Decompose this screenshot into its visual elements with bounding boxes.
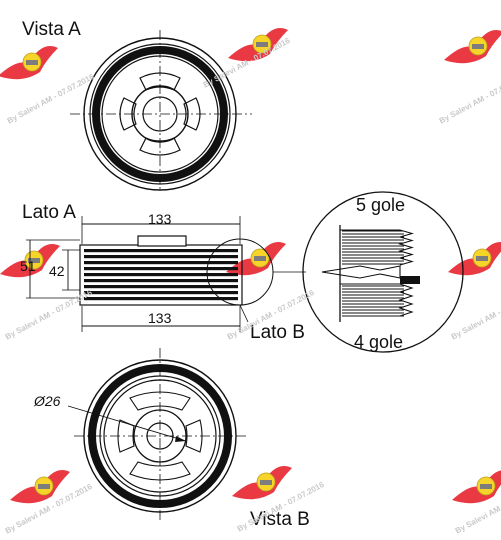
- bore-dim-leader: [67, 405, 187, 442]
- watermark-logo: [448, 242, 501, 276]
- belt-rib: [84, 273, 238, 277]
- top-bore: [142, 96, 178, 132]
- watermark-logo: [226, 242, 286, 276]
- bottom-center-hub: [133, 409, 187, 463]
- bore-dia-dim: Ø26: [34, 393, 61, 409]
- belt-rib: [84, 297, 238, 301]
- lato-b-leader: [239, 304, 249, 323]
- bottom-rubber-ring: [88, 364, 232, 508]
- bottom-hub-ring: [103, 379, 217, 493]
- lato-a-label: Lato A: [22, 202, 76, 223]
- bottom-view-pulley: [67, 348, 248, 520]
- center-spike: [321, 265, 401, 279]
- five-grooves-label: 5 gole: [356, 195, 406, 215]
- belt-rib: [84, 291, 238, 295]
- watermark-logo: [444, 30, 501, 64]
- bottom-outer-rim: [83, 359, 237, 513]
- belt-rib: [84, 267, 238, 271]
- top-center-hub: [131, 85, 189, 143]
- watermark-logo: [232, 466, 292, 500]
- top-hub-ring: [101, 55, 219, 173]
- bottom-bore: [146, 422, 174, 450]
- watermark-logo: [228, 28, 288, 62]
- watermark-logos: [0, 28, 501, 504]
- top-spoke-windows: [119, 72, 201, 156]
- vista-b-label: Vista B: [250, 509, 310, 530]
- upper-grooves: [340, 229, 414, 266]
- vista-a-label: Vista A: [22, 19, 81, 40]
- belt-rib: [84, 255, 238, 259]
- top-view-pulley: [70, 30, 252, 191]
- detail-circle: [302, 191, 464, 353]
- top-outer-rim: [83, 37, 237, 191]
- detail-groove-profile: [321, 225, 420, 322]
- outer-dia-dim: 51: [20, 258, 36, 274]
- width-top-dim: 133: [148, 211, 172, 227]
- lower-grooves: [340, 283, 414, 317]
- watermark-logo: [0, 244, 60, 278]
- watermark-logo: [452, 470, 501, 504]
- belt-rib: [84, 279, 238, 283]
- watermark-logo: [0, 46, 58, 80]
- lato-b-label: Lato B: [250, 322, 305, 343]
- belt-rib: [84, 285, 238, 289]
- side-hub-boss: [137, 235, 187, 247]
- top-rim-line: [89, 43, 231, 185]
- side-belt-ribs: [84, 249, 238, 301]
- side-view-pulley: [26, 216, 306, 332]
- groove-detail: [302, 191, 464, 353]
- top-rubber-ring: [92, 46, 228, 182]
- inner-dia-dim: 42: [49, 263, 65, 279]
- belt-rib: [84, 261, 238, 265]
- watermark-logo: [10, 470, 70, 504]
- four-grooves-label: 4 gole: [354, 332, 404, 352]
- belt-rib: [84, 249, 238, 253]
- width-bottom-dim: 133: [148, 310, 172, 326]
